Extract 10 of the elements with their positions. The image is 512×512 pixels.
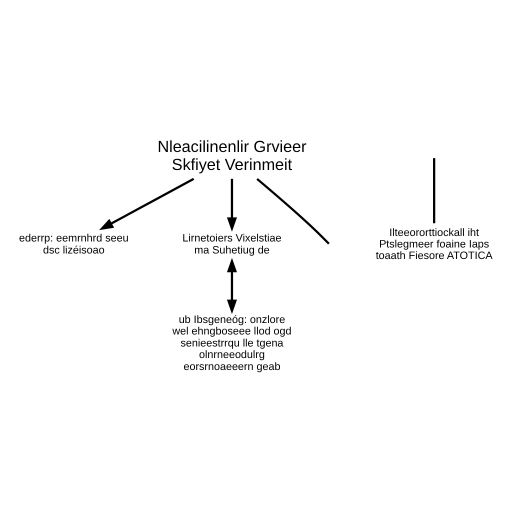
- connector: [433, 158, 436, 224]
- arrow: [226, 178, 237, 232]
- node-text: Ilteeororttiockall iht Ptslegmeer foaine Iaps toaath Fiesore ATOTICA: [376, 226, 493, 262]
- arrow: [226, 258, 237, 314]
- node-text: Lirnetoiers Vixelstiae ma Suhetiug de: [182, 232, 282, 256]
- node-text: ederrp: eemrnhrd seeu dsc lizéisoao: [19, 232, 129, 256]
- node-text: Nleacilinenlir Grvieer Skfiyet Verinmeit: [157, 138, 306, 174]
- arrow: [99, 178, 194, 230]
- node-text: ub Ibsgeneóg: onzlore wel ehngboseee llod ogd senieestrrqu lle tgena olnrneeodulrg eorsrnoaeeern geab: [172, 314, 292, 373]
- connector: [256, 178, 330, 245]
